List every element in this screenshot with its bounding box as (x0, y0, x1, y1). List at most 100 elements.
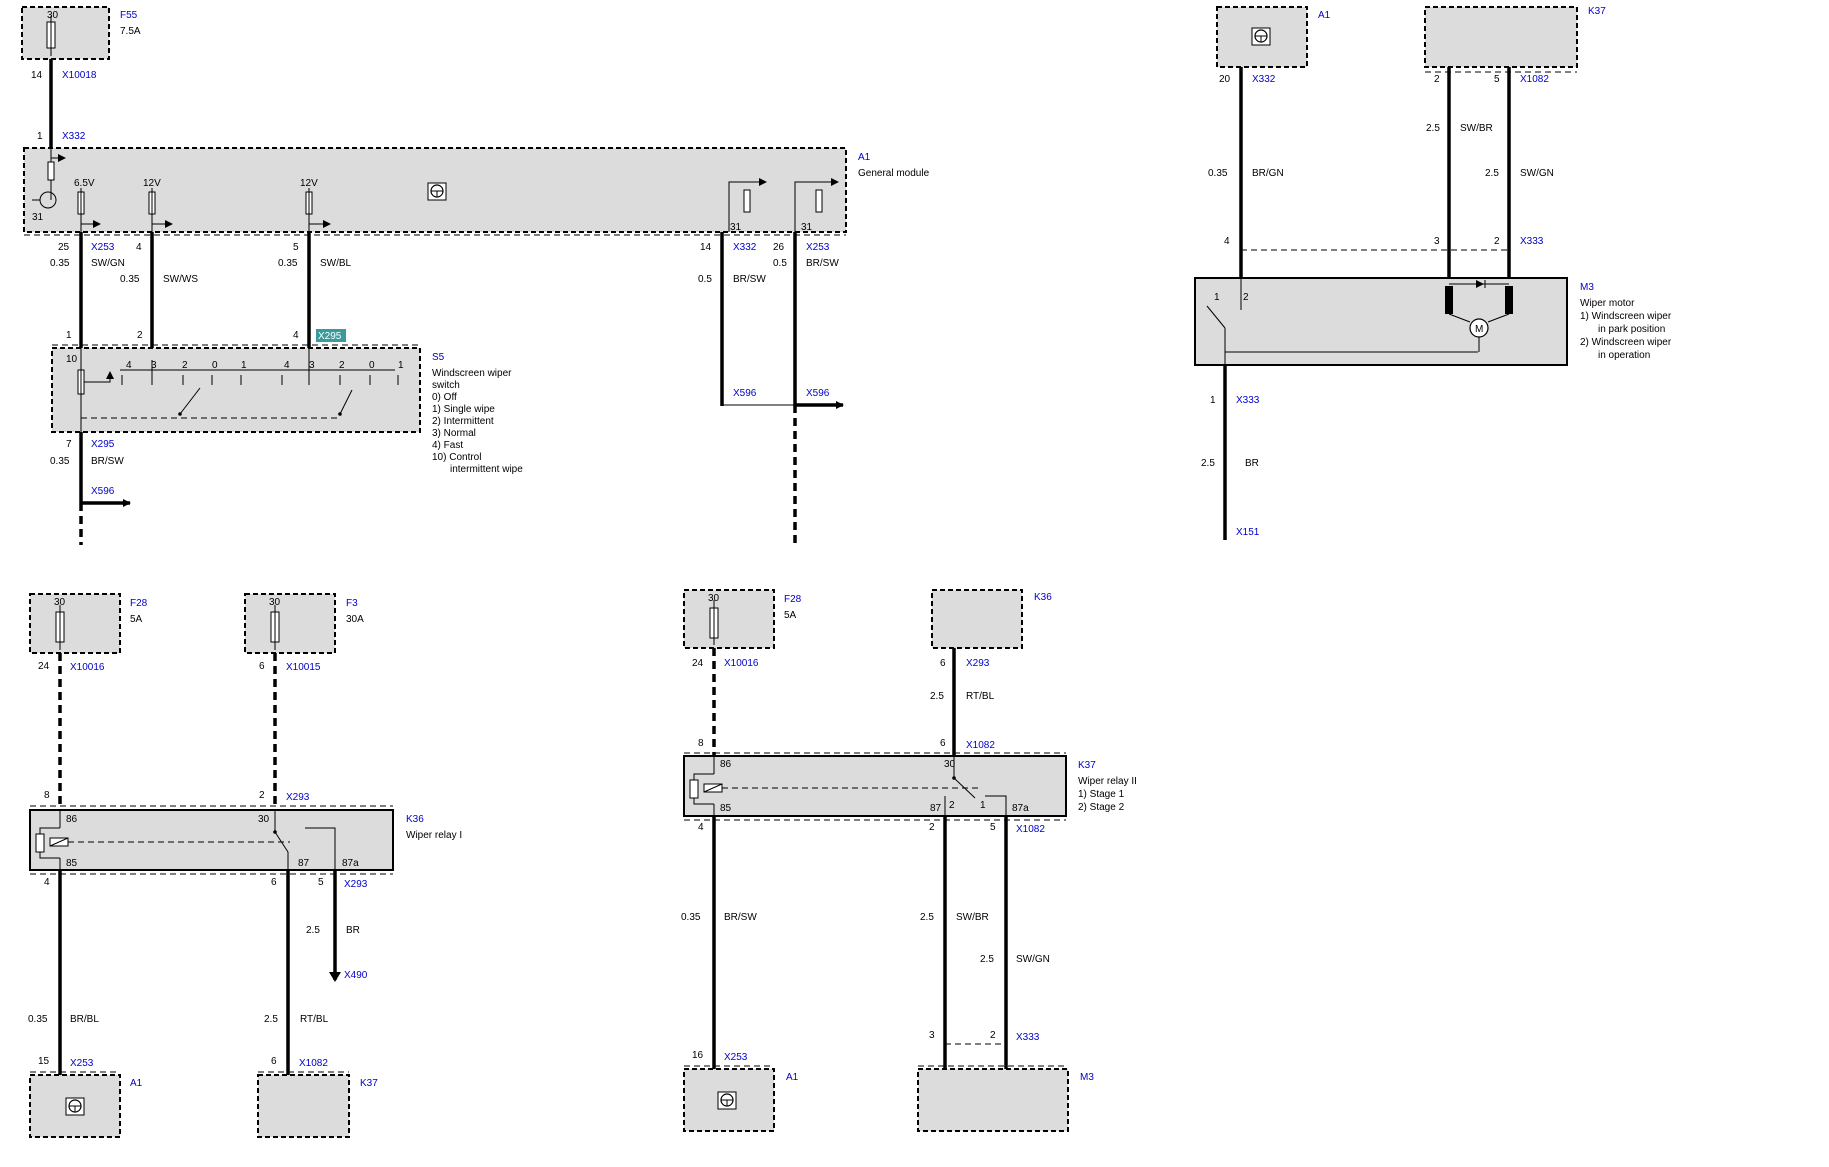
switch-option: intermittent wipe (450, 464, 523, 475)
fuse-f55[interactable]: 30 F55 7.5A (21, 6, 141, 60)
fuse-pin-label: 30 (708, 593, 720, 604)
wire-color: SW/BR (1460, 123, 1493, 134)
pin-label: 1 (66, 330, 72, 341)
wire-color: SW/BR (956, 912, 989, 923)
motor-option: 2) Windscreen wiper (1580, 337, 1672, 348)
connector-label-highlighted[interactable]: X295 (318, 331, 342, 342)
fuse-pin-label: 30 (47, 10, 59, 21)
connector-label[interactable]: X332 (62, 131, 86, 142)
module-a1[interactable]: A1 General module 31 6.5V 12V 12V 31 (23, 147, 930, 233)
relay-k37[interactable]: K37 Wiper relay II 1) Stage 1 2) Stage 2… (683, 755, 1137, 817)
module-a1-ref[interactable]: A1 (1216, 6, 1331, 68)
contact-label: 4 (284, 360, 290, 371)
switch-s5[interactable]: S5 Windscreen wiper switch 0) Off 1) Sin… (51, 345, 523, 475)
connector-label[interactable]: X10016 (70, 662, 105, 673)
wire-size: 0.35 (28, 1014, 48, 1025)
steering-wheel-icon (717, 1091, 737, 1110)
pin-label: 4 (1224, 236, 1230, 247)
fuse-id: F28 (784, 594, 802, 605)
wire-color: SW/GN (1520, 168, 1554, 179)
ground-label: 31 (730, 222, 742, 233)
fuse-pin-label: 30 (54, 597, 66, 608)
connector-label[interactable]: X332 (733, 242, 757, 253)
connector-label[interactable]: X293 (344, 879, 368, 890)
switch-option: 3) Normal (432, 428, 476, 439)
contact-label: 3 (309, 360, 315, 371)
fuse-f28-b[interactable]: 30 F28 5A (683, 589, 802, 649)
relay-k37-ref[interactable]: K37 (1424, 6, 1606, 68)
connector-label[interactable]: X295 (91, 439, 115, 450)
wire-color: RT/BL (300, 1014, 329, 1025)
terminal-label: 85 (66, 858, 78, 869)
terminal-label: 87 (930, 803, 942, 814)
motor-id: M3 (1080, 1072, 1094, 1083)
connector-label[interactable]: X10018 (62, 70, 97, 81)
module-id: A1 (1318, 10, 1331, 21)
pin-label: 24 (692, 658, 704, 669)
terminal-label: 85 (720, 803, 732, 814)
pin-label: 10 (66, 354, 78, 365)
motor-m3[interactable]: M3 Wiper motor 1) Windscreen wiper in pa… (1194, 277, 1672, 366)
module-id: A1 (786, 1072, 799, 1083)
connector-label[interactable]: X333 (1520, 236, 1544, 247)
connector-label[interactable]: X596 (733, 388, 757, 399)
connector-label[interactable]: X1082 (1520, 74, 1549, 85)
motor-m3-ref[interactable]: M3 (917, 1068, 1094, 1132)
section-general-module: 30 F55 7.5A 1 4 X10018 1 X332 A1 General … (21, 6, 930, 545)
terminal-label: 86 (66, 814, 78, 825)
voltage-label: 6.5V (74, 178, 95, 189)
pin-label: 6 (940, 658, 946, 669)
module-a1-ref[interactable]: A1 (683, 1068, 799, 1132)
terminal-label: 87 (298, 858, 310, 869)
connector-label[interactable]: X333 (1016, 1032, 1040, 1043)
connector-label[interactable]: X293 (286, 792, 310, 803)
fuse-pin-label: 30 (269, 597, 281, 608)
pin-label: 8 (698, 738, 704, 749)
pin-label: 7 (66, 439, 72, 450)
connector-label[interactable]: X253 (724, 1052, 748, 1063)
fuse-f3[interactable]: 30 F3 30A (244, 593, 364, 654)
wire-size: 0.5 (698, 274, 712, 285)
connector-label[interactable]: X10016 (724, 658, 759, 669)
fuse-rating: 5A (130, 614, 143, 625)
pin-label: 1 (37, 131, 43, 142)
connector-label[interactable]: X490 (344, 970, 368, 981)
connector-label[interactable]: X1082 (1016, 824, 1045, 835)
voltage-label: 12V (143, 178, 161, 189)
connector-label[interactable]: X253 (806, 242, 830, 253)
pin-label: 4 (293, 330, 299, 341)
terminal-label: 87a (342, 858, 359, 869)
connector-label[interactable]: X333 (1236, 395, 1260, 406)
relay-id: K36 (406, 814, 424, 825)
module-a1-ref[interactable]: A1 (29, 1074, 143, 1138)
connector-label[interactable]: X596 (806, 388, 830, 399)
connector-label[interactable]: X1082 (299, 1058, 328, 1069)
connector-label[interactable]: X293 (966, 658, 990, 669)
relay-k37-ref[interactable]: K37 (257, 1074, 378, 1138)
connector-label[interactable]: X151 (1236, 527, 1260, 538)
connector-label[interactable]: X10015 (286, 662, 321, 673)
terminal-label: 87a (1012, 803, 1029, 814)
connector-label[interactable]: X253 (70, 1058, 94, 1069)
terminal-label: 86 (720, 759, 732, 770)
connector-label[interactable]: X1082 (966, 740, 995, 751)
connector-label[interactable]: X332 (1252, 74, 1276, 85)
connector-label[interactable]: X253 (91, 242, 115, 253)
fuse-id: F55 (120, 10, 138, 21)
connector-label[interactable]: X596 (91, 486, 115, 497)
pin-label: 6 (940, 738, 946, 749)
fuse-id: F3 (346, 598, 358, 609)
wire-color: RT/BL (966, 691, 995, 702)
wire-size: 2.5 (1485, 168, 1499, 179)
wire-size: 2.5 (980, 954, 994, 965)
contact-label: 4 (126, 360, 132, 371)
wire-color: BR/GN (1252, 168, 1284, 179)
relay-k36[interactable]: K36 Wiper relay I 86 30 85 87 87a (29, 809, 462, 871)
relay-k36-ref[interactable]: K36 (931, 589, 1052, 649)
fuse-f28[interactable]: 30 F28 5A (29, 593, 148, 654)
section-wiper-motor: A1 K37 20 X332 0.35 BR/GN 2 5 X1082 2.5 … (1194, 6, 1672, 540)
contact-label: 1 (1214, 292, 1220, 303)
ground-label: 31 (801, 222, 813, 233)
contact-label: 0 (212, 360, 218, 371)
